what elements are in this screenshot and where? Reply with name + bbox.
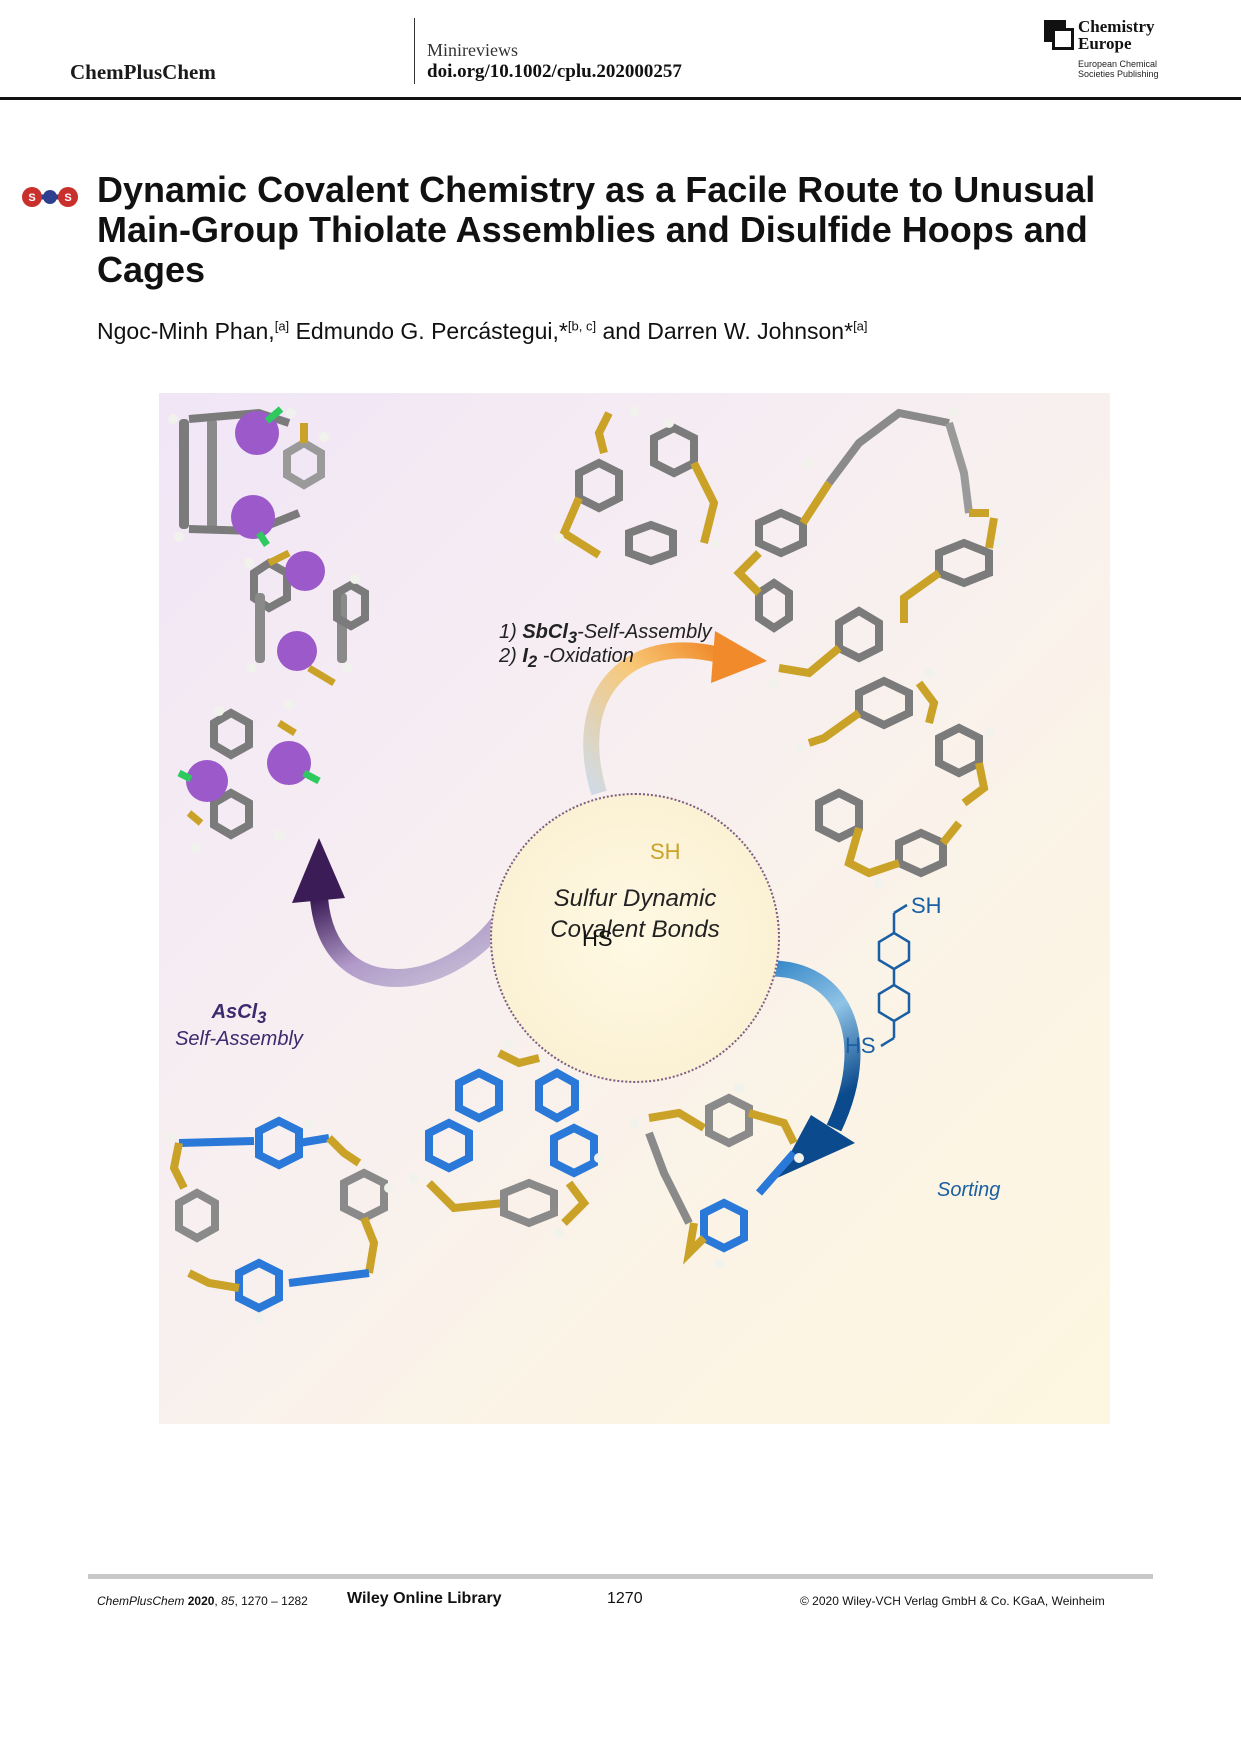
biphenyl-sh-label: SH [911,893,942,918]
footer-pages: 1270 – 1282 [241,1594,308,1608]
hoop-bottom-right [629,1083,804,1268]
sulfur-dcb-circle: Sulfur Dynamic Covalent Bonds [490,793,780,1083]
biphenyl-hs-label: HS [845,1033,876,1058]
footer-year: 2020 [187,1594,215,1608]
center-hs-label: HS [582,926,613,951]
center-label: Sulfur Dynamic Covalent Bonds [492,883,778,945]
header-divider [414,18,415,84]
center-label-line1: Sulfur Dynamic [553,885,717,912]
author-name: and Darren W. Johnson* [602,318,854,344]
toc-artwork [166,406,1004,1323]
hoop-bottom-left [166,1116,394,1323]
author-name: Edmundo G. Percástegui,* [295,318,568,344]
footer-rule [88,1574,1153,1579]
assembly-middle-left [244,549,369,687]
copyright-notice: © 2020 Wiley-VCH Verlag GmbH & Co. KGaA,… [800,1594,1105,1608]
sorting-label: Sorting [937,1179,1001,1201]
step2-label: 2) I2 -Oxidation [499,645,634,671]
author-name: Ngoc-Minh Phan, [97,318,275,344]
hoop-right-middle [794,668,994,888]
author-affiliation: [a] [274,318,290,334]
publisher-logo[interactable]: Chemistry Europe European Chemical Socie… [1044,18,1174,86]
footer-volume: 85 [221,1594,235,1608]
sbcl3-arrow [583,631,767,796]
journal-name: ChemPlusChem [70,60,216,84]
doi-link[interactable]: doi.org/10.1002/cplu.202000257 [427,61,682,82]
header-rule [0,97,1241,100]
footer-citation: ChemPlusChem 2020, 85, 1270 – 1282 [97,1594,308,1608]
icon-letter-right: S [64,192,71,204]
hoop-bottom-middle [409,1038,604,1238]
publisher-logo-subtitle: European Chemical Societies Publishing [1078,59,1159,79]
author-list: Ngoc-Minh Phan,[a] Edmundo G. Percástegu… [97,318,868,345]
paper-title: Dynamic Covalent Chemistry as a Facile R… [97,169,1096,290]
sbcl3-formula: SbCl [522,621,568,643]
assembly-lower-left [177,700,321,853]
publisher-logo-mark [1044,20,1078,54]
center-sh-text: SH [650,839,681,864]
center-label-line2: Covalent Bonds [550,916,720,943]
author-affiliation: [b, c] [567,318,597,334]
step1-label: 1) SbCl3-Self-Assembly [499,621,712,647]
i2-formula: I [522,645,528,667]
icon-letter-left: S [28,192,35,204]
page-number: 1270 [607,1590,643,1607]
disulfide-molecule-icon: S S [22,187,78,207]
hoop-top-right [733,406,1004,688]
wiley-online-library-link[interactable]: Wiley Online Library [347,1590,502,1607]
publisher-logo-title: Chemistry Europe [1078,17,1155,53]
author-affiliation: [a] [853,318,868,334]
toc-graphic: Sulfur Dynamic Covalent Bonds SH HS 1) S… [159,393,1110,1424]
center-sh-label: SH [650,839,681,865]
ascl3-label: AsCl3 Self-Assembly [175,1001,303,1050]
biphenyl-dithiol-structure [877,903,911,1048]
ascl3-arrow [292,838,517,987]
section-label: Minireviews [427,40,518,60]
footer-journal: ChemPlusChem [97,1594,185,1608]
hoop-top-triangle [554,406,722,566]
assembly-top-left [168,406,329,547]
